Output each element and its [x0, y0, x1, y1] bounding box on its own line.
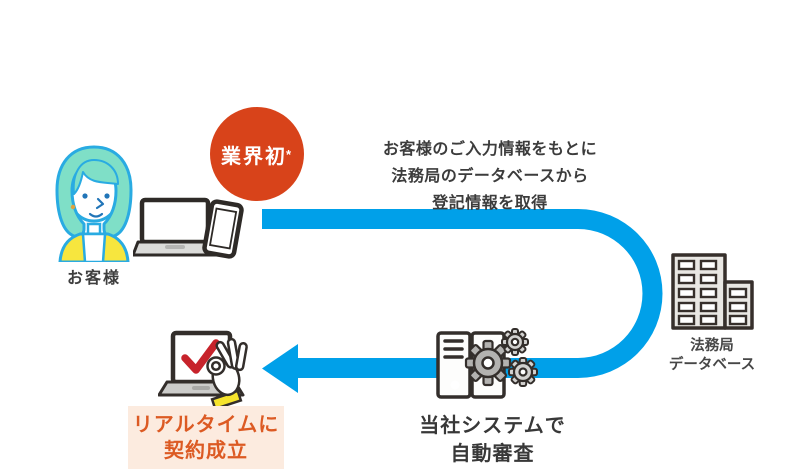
industry-first-badge: 業界初*	[210, 107, 304, 201]
server-icon	[436, 328, 538, 399]
smartphone-icon	[202, 199, 244, 259]
badge-asterisk: *	[285, 146, 294, 162]
shirt	[81, 232, 107, 262]
system-caption-line1: 当社システムで	[419, 415, 566, 437]
arrow-path	[262, 209, 663, 393]
flow-note-line1: お客様のご入力情報をもとに	[382, 141, 598, 158]
mouth	[88, 212, 104, 218]
left-eye	[82, 193, 88, 199]
database-caption-line1: 法務局	[690, 338, 734, 354]
building-windows	[677, 259, 748, 326]
checkmark-icon	[181, 339, 220, 374]
ok-hand-icon	[206, 337, 248, 411]
earring	[70, 204, 76, 210]
system-caption-line2: 自動審査	[450, 443, 535, 465]
flow-note-line2: 法務局のデータベースから	[391, 168, 589, 185]
building-icon	[671, 253, 754, 330]
gear-icon	[464, 339, 512, 387]
result-line2: 契約成立	[164, 439, 248, 462]
system-caption: 当社システムで 自動審査	[405, 412, 580, 468]
badge-label: 業界初	[220, 145, 287, 168]
server-slots	[443, 339, 464, 359]
right-eye	[104, 193, 110, 199]
flow-note-line3: 登記情報を取得	[432, 195, 548, 212]
flow-note: お客様のご入力情報をもとに 法務局のデータベースから 登記情報を取得	[340, 136, 640, 217]
result-box: リアルタイムに 契約成立	[128, 406, 284, 469]
server-light-1	[449, 379, 461, 391]
gear-small-top-icon	[501, 328, 529, 356]
result-line1: リアルタイムに	[132, 413, 280, 436]
customer-caption: お客様	[66, 270, 121, 287]
laptop-check-icon	[158, 330, 248, 411]
customer-devices	[133, 197, 244, 259]
customer-illustration-icon	[55, 145, 133, 262]
gear-small-bottom-icon	[508, 357, 538, 387]
nose	[95, 197, 105, 210]
database-caption: 法務局 データベース	[656, 337, 768, 375]
bangs	[72, 159, 119, 195]
database-caption-line2: データベース	[668, 357, 756, 373]
laptop-icon	[133, 197, 219, 257]
